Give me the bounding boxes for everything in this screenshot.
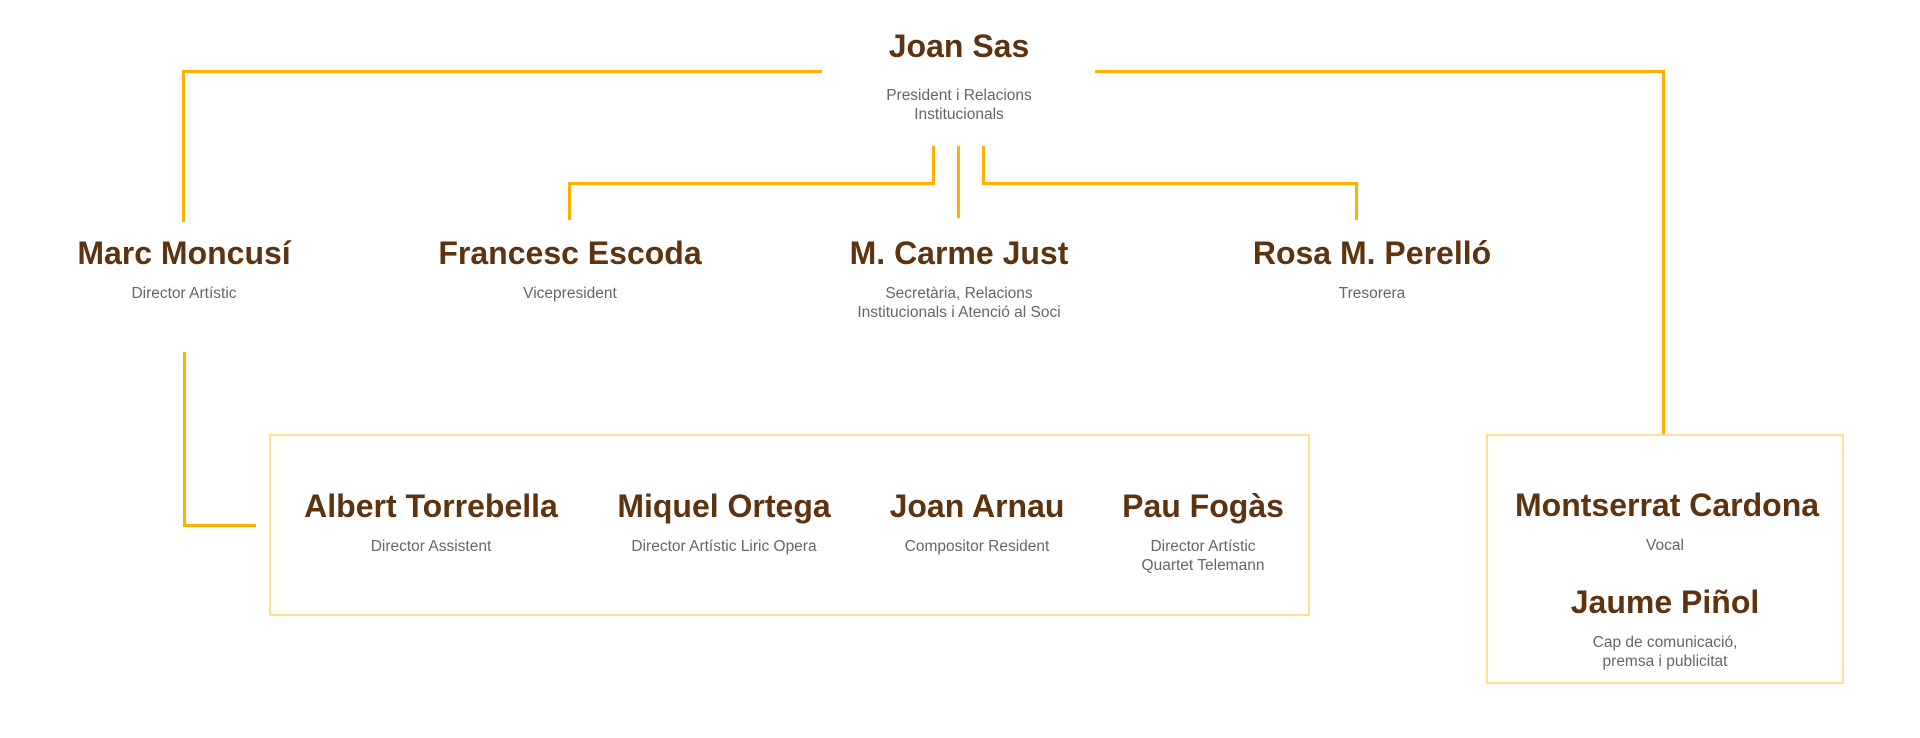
node-name: Pau Fogàs [1122,488,1284,524]
connector-escoda-vertical [568,182,571,220]
node-name: Marc Moncusí [77,235,291,271]
node-m-carme-just: M. Carme Just Secretària, Relacions Inst… [809,234,1109,322]
node-role: Director Assistent [370,538,492,555]
connector-escoda-horizontal [568,182,935,185]
connector-root-right-horizontal [1095,70,1665,73]
node-role: Vicepresident [523,285,617,302]
connector-escoda-stub [932,146,935,184]
connector-perello-stub [982,146,985,184]
node-root: Joan Sas President i Relacions Instituci… [809,27,1109,124]
connector-right-vertical [1662,70,1665,436]
node-role: Tresorera [1338,285,1406,302]
node-role: President i Relacions Institucionals [886,87,1032,123]
node-pau-fogas: Pau Fogàs Director Artístic Quartet Tele… [1053,487,1353,575]
node-role: Cap de comunicació, premsa i publicitat [1592,634,1738,670]
node-name: Joan Arnau [889,488,1065,524]
artistic-team-box [269,434,1310,616]
node-joan-arnau: Joan Arnau Compositor Resident [827,487,1127,556]
connector-artistic-vertical [183,352,186,527]
connector-root-left-horizontal [182,70,822,73]
node-name: Rosa M. Perelló [1252,235,1492,271]
connector-marc-vertical [182,70,185,222]
node-name: Francesc Escoda [438,235,702,271]
node-albert-torrebella: Albert Torrebella Director Assistent [281,487,581,556]
node-name: Miquel Ortega [617,488,831,524]
node-role: Director Artístic Liric Opera [631,538,817,555]
node-role: Director Artístic Quartet Telemann [1141,538,1265,574]
node-montserrat-cardona: Montserrat Cardona Vocal [1515,486,1820,555]
node-role: Director Artístic [131,285,237,302]
connector-perello-vertical [1355,182,1358,220]
node-name: Jaume Piñol [1570,584,1760,620]
node-role: Compositor Resident [904,538,1050,555]
node-name: Montserrat Cardona [1515,487,1820,523]
node-jaume-pinol: Jaume Piñol Cap de comunicació, premsa i… [1515,583,1815,671]
node-role: Secretària, Relacions Institucionals i A… [857,285,1061,321]
node-miquel-ortega: Miquel Ortega Director Artístic Liric Op… [574,487,874,556]
node-rosa-m-perello: Rosa M. Perelló Tresorera [1222,234,1522,303]
node-name: Albert Torrebella [304,488,558,524]
node-name: M. Carme Just [849,235,1069,271]
node-marc-moncusi: Marc Moncusí Director Artístic [34,234,334,303]
connector-just-vertical [957,146,960,218]
connector-artistic-horizontal [183,524,256,527]
node-role: Vocal [1646,537,1684,554]
vocal-team-box [1486,434,1844,684]
connector-perello-horizontal [982,182,1358,185]
node-name: Joan Sas [888,28,1030,64]
node-francesc-escoda: Francesc Escoda Vicepresident [420,234,720,303]
